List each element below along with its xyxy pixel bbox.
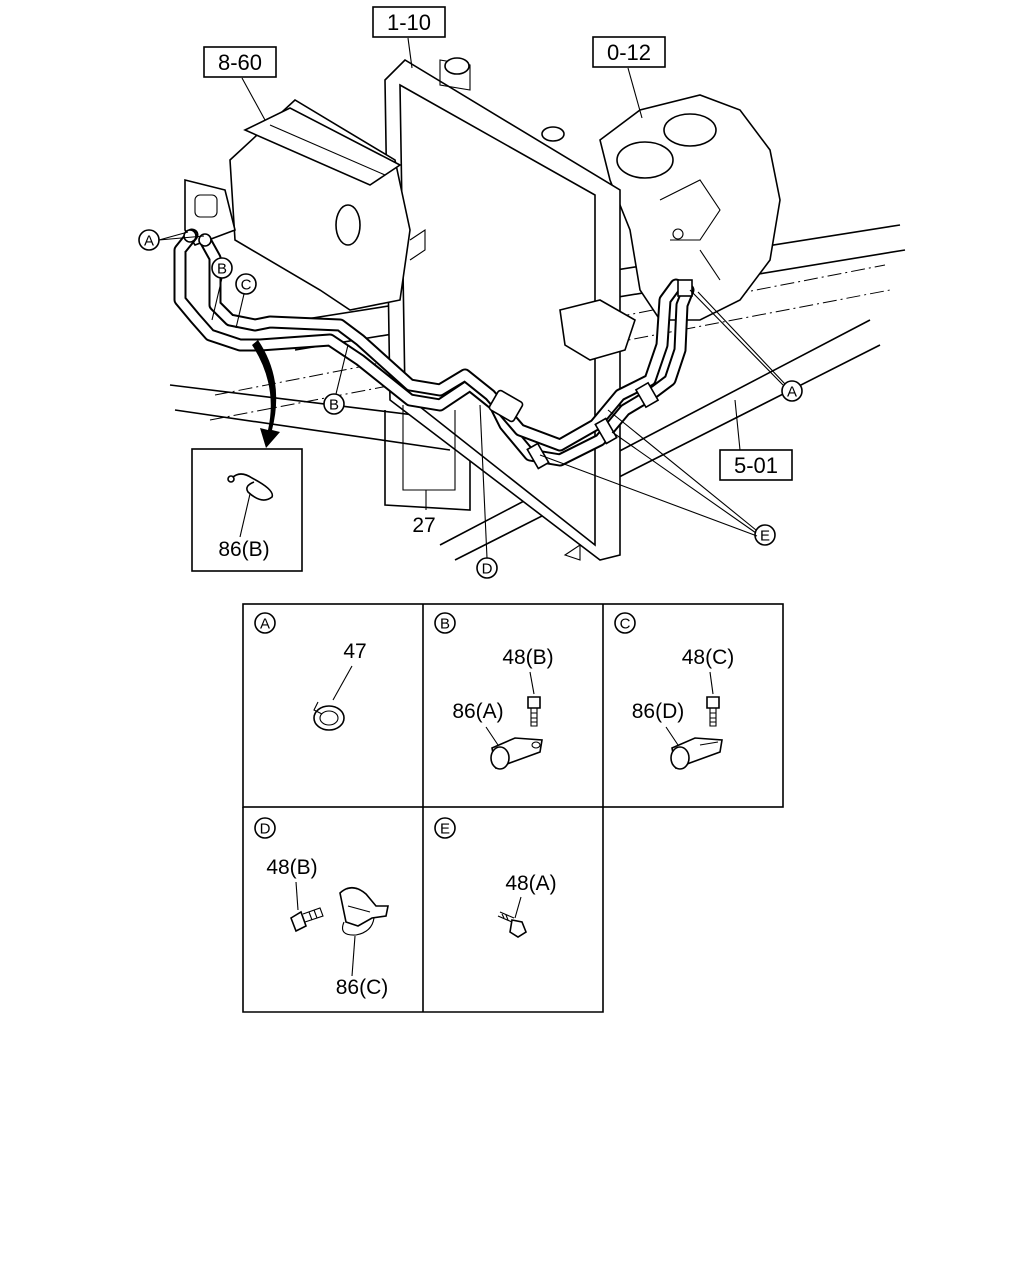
detail-table: A 47 B 48(B) 86(A) bbox=[242, 603, 784, 1013]
reference-8-60: 8-60 bbox=[203, 46, 277, 121]
callout-c: C bbox=[235, 273, 257, 329]
detail-d-part-48b: 48(B) bbox=[266, 856, 317, 879]
bolt-48b-horizontal bbox=[290, 907, 324, 933]
part-27-leader: 27 bbox=[402, 405, 456, 537]
part-27-label: 27 bbox=[412, 514, 435, 537]
engine-block bbox=[599, 94, 781, 321]
detail-c-part-86d: 86(D) bbox=[632, 700, 685, 723]
callout-a-left: A bbox=[138, 229, 205, 251]
callout-b-bottom-letter: B bbox=[329, 397, 339, 414]
callout-b-bottom: B bbox=[323, 344, 349, 415]
clip-86a bbox=[490, 737, 543, 770]
detail-cell-b: B 48(B) 86(A) bbox=[434, 612, 554, 770]
detail-e-letter: E bbox=[440, 821, 450, 838]
detail-cell-c: C 48(C) 86(D) bbox=[614, 612, 735, 770]
reference-1-10: 1-10 bbox=[372, 6, 446, 69]
callout-c-letter: C bbox=[241, 277, 252, 294]
callout-a-left-letter: A bbox=[144, 233, 154, 250]
heater-unit bbox=[184, 99, 426, 311]
detail-e-part-48a: 48(A) bbox=[505, 872, 556, 895]
callout-b-top-letter: B bbox=[217, 261, 227, 278]
reference-0-12: 0-12 bbox=[592, 36, 666, 119]
bolt-48a bbox=[497, 911, 527, 938]
inset-arrow bbox=[252, 340, 280, 448]
reference-5-01-label: 5-01 bbox=[734, 453, 778, 478]
callout-b-top: B bbox=[211, 257, 233, 321]
callout-a-right: A bbox=[689, 289, 803, 402]
heater-hoses bbox=[173, 228, 695, 470]
reference-0-12-label: 0-12 bbox=[607, 40, 651, 65]
inset-86b-label: 86(B) bbox=[218, 538, 269, 561]
detail-cell-a: A 47 bbox=[254, 612, 367, 731]
bolt-48c bbox=[706, 696, 720, 727]
reference-1-10-label: 1-10 bbox=[387, 10, 431, 35]
detail-d-part-86c: 86(C) bbox=[336, 976, 389, 999]
spring-clip-86b bbox=[231, 473, 274, 501]
callout-e-letter: E bbox=[760, 528, 770, 545]
reference-5-01: 5-01 bbox=[719, 399, 793, 481]
callout-d-letter: D bbox=[482, 561, 493, 578]
radiator bbox=[384, 57, 636, 561]
detail-cell-d: D 48(B) 86(C) bbox=[254, 817, 389, 999]
clip-86c bbox=[339, 886, 389, 936]
callout-e: E bbox=[539, 409, 776, 546]
detail-cell-e: E 48(A) bbox=[434, 817, 557, 938]
detail-b-part-48b: 48(B) bbox=[502, 646, 553, 669]
reference-8-60-label: 8-60 bbox=[218, 50, 262, 75]
detail-c-part-48c: 48(C) bbox=[682, 646, 735, 669]
detail-c-letter: C bbox=[620, 616, 631, 633]
detail-a-letter: A bbox=[260, 616, 270, 633]
hose-clamp-47 bbox=[313, 701, 345, 731]
clip-86d bbox=[670, 737, 723, 770]
detail-a-part-47: 47 bbox=[343, 640, 366, 663]
inset-86b: 86(B) bbox=[191, 448, 303, 572]
callout-a-right-letter: A bbox=[787, 384, 797, 401]
callout-d: D bbox=[476, 404, 498, 579]
main-view: 8-60 1-10 0-12 5-01 A B bbox=[138, 6, 906, 579]
bolt-48b bbox=[527, 696, 541, 727]
detail-b-letter: B bbox=[440, 616, 450, 633]
detail-b-part-86a: 86(A) bbox=[452, 700, 503, 723]
detail-d-letter: D bbox=[260, 821, 271, 838]
